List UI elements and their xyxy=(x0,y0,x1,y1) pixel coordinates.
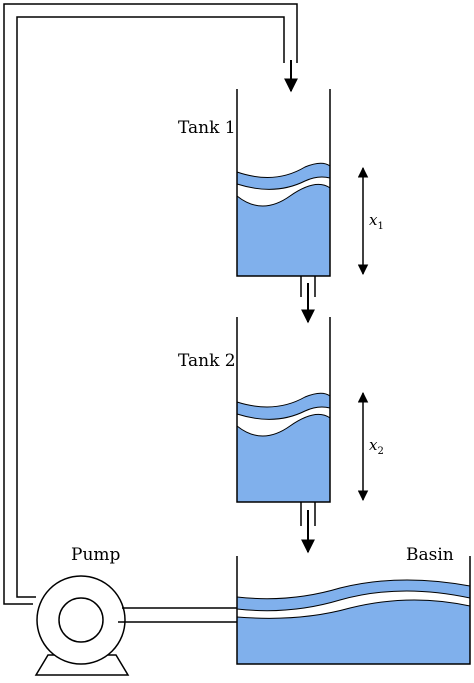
x2-label: x2 xyxy=(369,436,384,457)
tank-1-water-body xyxy=(236,183,331,277)
x2-label-variable: x xyxy=(369,436,378,454)
x1-label-subscript: 1 xyxy=(377,221,384,232)
pump xyxy=(34,575,237,676)
basin-label: Basin xyxy=(406,545,454,565)
basin xyxy=(236,556,471,665)
x1-label: x1 xyxy=(369,211,384,232)
x1-label-variable: x xyxy=(369,211,378,229)
tank-1 xyxy=(236,89,369,324)
tank-1-label: Tank 1 xyxy=(178,118,236,138)
tank-2-label: Tank 2 xyxy=(178,351,236,371)
tank-1-walls xyxy=(236,89,331,277)
tank-2-water-body xyxy=(236,413,331,503)
tank-2 xyxy=(236,317,369,554)
x2-label-subscript: 2 xyxy=(377,446,384,457)
return-pipe-outer xyxy=(3,3,298,605)
pump-label: Pump xyxy=(71,545,121,565)
tank-2-walls xyxy=(236,317,331,503)
basin-water-body xyxy=(236,599,471,665)
pump-impeller xyxy=(58,597,104,643)
return-pipe-inner xyxy=(16,16,285,598)
basin-walls xyxy=(236,556,471,665)
